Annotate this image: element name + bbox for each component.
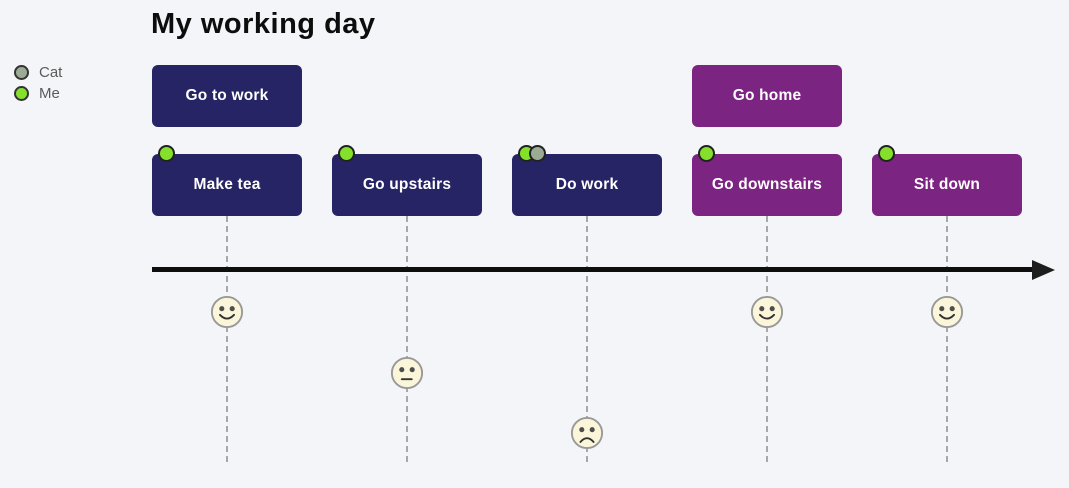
event-label: Make tea <box>193 176 261 193</box>
event-label: Go upstairs <box>362 176 452 193</box>
me-marker-icon <box>14 85 29 101</box>
event-card-do-work[interactable]: Do work <box>512 154 662 216</box>
legend-item-me: Me <box>14 84 62 102</box>
legend: Cat Me <box>14 63 63 102</box>
guide-line <box>586 216 588 462</box>
event-card-make-tea[interactable]: Make tea <box>152 154 302 216</box>
guide-line <box>766 216 768 462</box>
legend-label-me: Me <box>39 84 60 102</box>
mood-face-happy[interactable] <box>750 295 784 329</box>
event-card-go-home[interactable]: Go home <box>692 65 842 127</box>
legend-label-cat: Cat <box>39 63 63 81</box>
event-label: Go home <box>732 87 802 104</box>
event-card-sit-down[interactable]: Sit down <box>872 154 1022 216</box>
cat-dot-icon <box>529 145 546 162</box>
me-dot-icon <box>338 145 355 162</box>
mood-face-sad[interactable] <box>570 416 604 450</box>
cat-marker-icon <box>14 64 29 80</box>
mood-face-happy[interactable] <box>210 295 244 329</box>
mood-face-neutral[interactable] <box>390 356 424 390</box>
guide-line <box>226 216 228 462</box>
me-dot-icon <box>878 145 895 162</box>
page-title: My working day <box>151 8 376 40</box>
event-card-go-downstairs[interactable]: Go downstairs <box>692 154 842 216</box>
legend-item-cat: Cat <box>14 63 63 81</box>
arrowhead-icon <box>1032 260 1055 280</box>
timeline-axis <box>152 267 1040 272</box>
me-dot-icon <box>158 145 175 162</box>
me-dot-icon <box>698 145 715 162</box>
guide-line <box>406 216 408 462</box>
event-label: Do work <box>555 176 619 193</box>
event-label: Go to work <box>185 87 269 104</box>
guide-line <box>946 216 948 462</box>
event-label: Go downstairs <box>711 176 823 193</box>
event-card-go-to-work[interactable]: Go to work <box>152 65 302 127</box>
event-card-go-upstairs[interactable]: Go upstairs <box>332 154 482 216</box>
event-label: Sit down <box>913 176 981 193</box>
mood-face-happy[interactable] <box>930 295 964 329</box>
